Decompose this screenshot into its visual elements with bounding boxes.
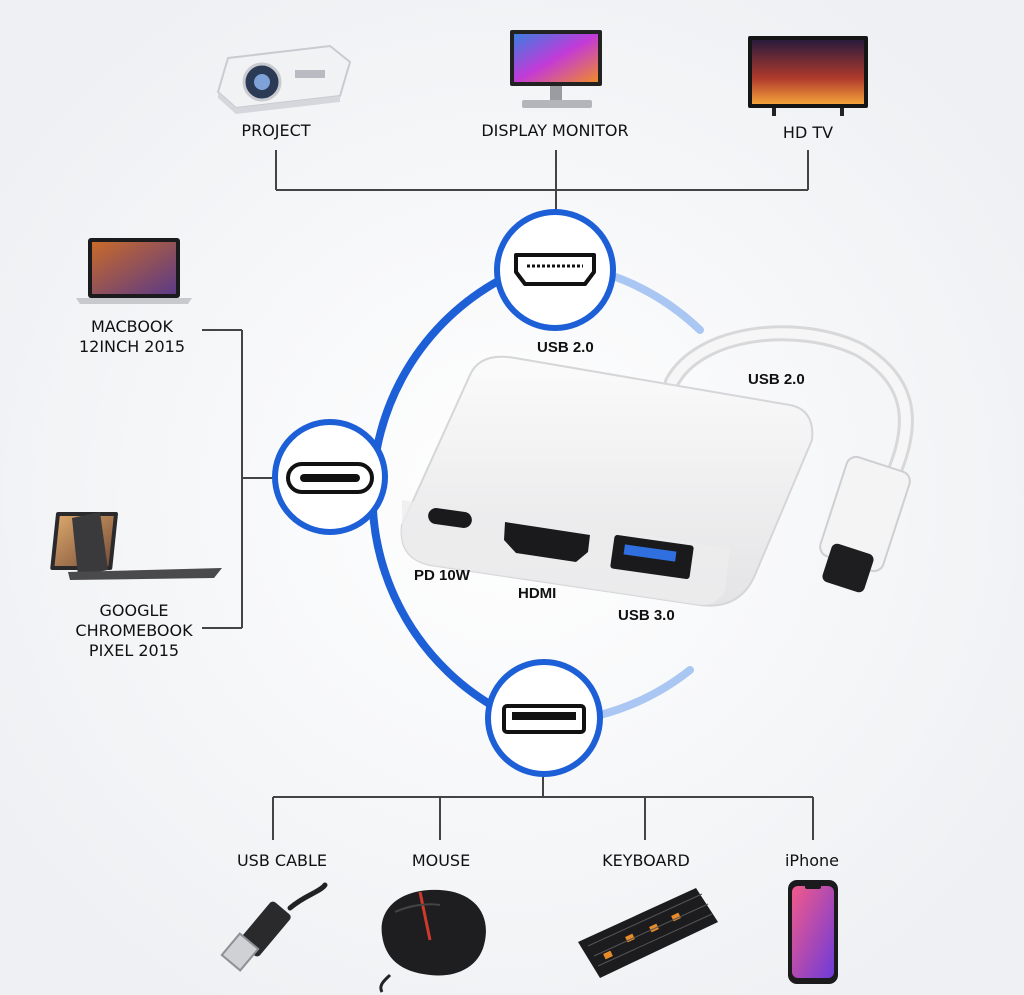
laptop-icon [76, 238, 192, 304]
chromebook-icon [50, 512, 222, 580]
top-connector-lines [275, 150, 809, 213]
left-device-label-chromebook-1: GOOGLE [99, 601, 168, 620]
top-device-label-monitor: DISPLAY MONITOR [481, 121, 628, 140]
monitor-icon [510, 30, 602, 108]
usb-plug-icon [220, 882, 328, 972]
usb-a-port-icon [485, 659, 603, 777]
hdmi-port-icon [494, 209, 616, 331]
usb-c-plug-icon [819, 455, 911, 593]
hdmi-port-on-hub-icon [504, 522, 590, 562]
pd-port-icon [428, 508, 472, 528]
left-device-label-chromebook-3: PIXEL 2015 [89, 641, 179, 660]
bottom-connector-lines [272, 776, 814, 840]
label-usb3: USB 3.0 [618, 607, 675, 624]
bottom-device-label-usb-cable: USB CABLE [237, 851, 327, 870]
label-usb-cable: USB 2.0 [748, 371, 805, 388]
top-device-label-tv: HD TV [783, 123, 833, 142]
adapter-cable [664, 325, 914, 478]
bottom-device-label-mouse: MOUSE [412, 851, 470, 870]
label-pd: PD 10W [414, 567, 471, 584]
tv-icon [748, 36, 868, 116]
left-device-label-chromebook-2: CHROMEBOOK [75, 621, 193, 640]
projector-icon [216, 44, 352, 114]
iphone-icon [788, 880, 838, 984]
bottom-device-label-iphone: iPhone [785, 851, 839, 870]
bottom-device-label-keyboard: KEYBOARD [602, 851, 690, 870]
label-hdmi: HDMI [518, 585, 556, 602]
keyboard-icon [578, 888, 718, 978]
left-connector-lines [202, 329, 277, 629]
left-device-label-macbook-2: 12INCH 2015 [79, 337, 185, 356]
adapter-hub [400, 355, 814, 607]
top-device-label-projector: PROJECT [241, 121, 310, 140]
left-device-label-macbook-1: MACBOOK [91, 317, 174, 336]
label-usb-top: USB 2.0 [537, 339, 594, 356]
usb-c-port-icon [272, 419, 388, 535]
mouse-icon [379, 889, 486, 993]
